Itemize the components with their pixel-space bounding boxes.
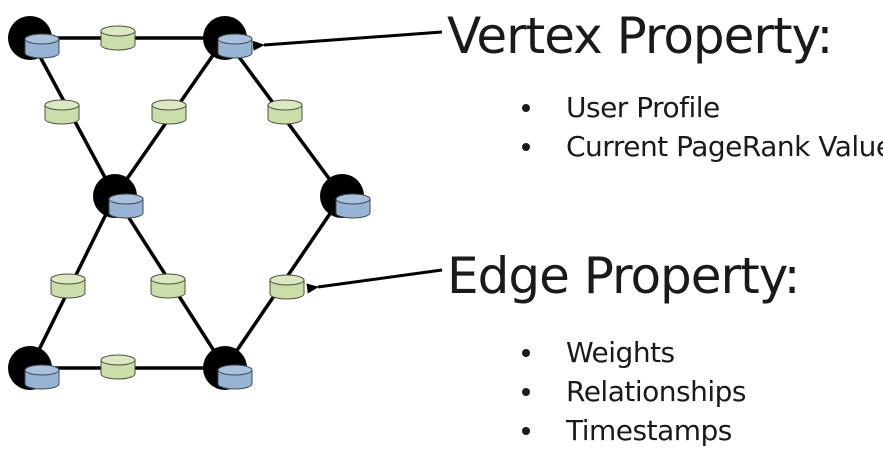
edge-property-cylinders	[44, 25, 305, 380]
edge-property-item: Relationships	[518, 372, 746, 411]
vertex-property-item: Current PageRank Value	[518, 127, 883, 166]
edge-property-list: Weights Relationships Timestamps	[518, 333, 746, 450]
graph-vertices	[8, 16, 364, 390]
vertex-property-arrow	[252, 30, 443, 51]
edge-property-cylinder-icon	[267, 99, 303, 125]
vertex-property-cylinder-icon	[24, 33, 60, 59]
edge-property-item: Timestamps	[518, 411, 746, 450]
edge-property-cylinder-icon	[44, 99, 80, 125]
vertex-property-cylinder-icon	[335, 193, 371, 219]
edge-property-cylinder-icon	[269, 274, 305, 300]
vertex-property-item: User Profile	[518, 88, 883, 127]
edge-property-cylinder-icon	[100, 354, 136, 380]
vertex-property-cylinder-icon	[217, 364, 253, 390]
vertex-property-cylinder-icon	[24, 364, 60, 390]
edge-property-cylinder-icon	[151, 99, 187, 125]
vertex-property-cylinder-icon	[108, 193, 144, 219]
vertex-property-cylinders	[24, 33, 371, 390]
edge-property-arrow	[306, 268, 443, 294]
edge-property-cylinder-icon	[100, 25, 136, 51]
vertex-property-heading: Vertex Property:	[447, 7, 833, 65]
edge-property-cylinder-icon	[50, 273, 86, 299]
vertex-property-list: User Profile Current PageRank Value	[518, 88, 883, 166]
vertex-property-cylinder-icon	[217, 33, 253, 59]
graph-edges	[28, 36, 344, 370]
edge-property-cylinder-icon	[150, 273, 186, 299]
edge-property-heading: Edge Property:	[447, 247, 801, 305]
edge-property-item: Weights	[518, 333, 746, 372]
